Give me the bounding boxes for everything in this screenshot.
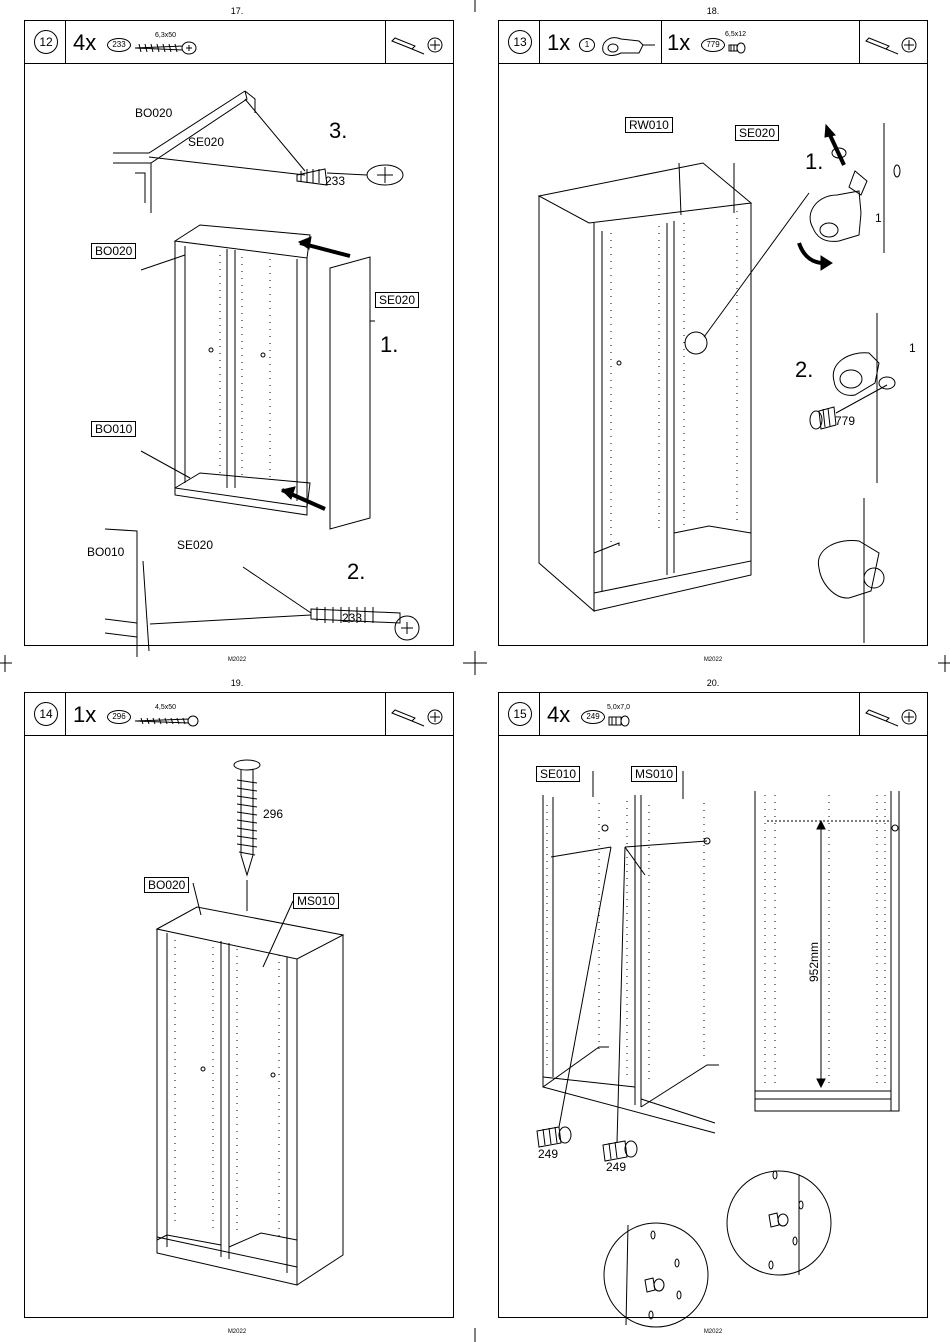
part-number: 1 — [909, 341, 916, 355]
quantity: 4x — [73, 30, 96, 56]
step-header: 13 1x 1 1x 779 6,5x12 — [499, 21, 927, 64]
part-label-box: SE020 — [735, 125, 779, 141]
footer-code: M2022 — [207, 1329, 267, 1335]
sequence-number: 1. — [380, 332, 398, 358]
screw-number: 296 — [263, 807, 283, 821]
part-label-box: BO010 — [91, 421, 136, 437]
step-panel-12: 12 4x 233 6,3x50 — [24, 20, 454, 646]
step-header: 15 4x 249 5,0x7,0 — [499, 693, 927, 736]
part-label: SE020 — [188, 135, 224, 149]
part-number-badge: 233 — [107, 38, 131, 52]
part-label-box: MS010 — [293, 893, 339, 909]
part-spec: 5,0x7,0 — [607, 704, 630, 711]
screw-icon — [133, 715, 203, 727]
step-panel-15: 15 4x 249 5,0x7,0 — [498, 692, 928, 1318]
part-number: 1 — [875, 211, 882, 225]
part-label-box: SE020 — [375, 292, 419, 308]
part-spec: 4,5x50 — [155, 704, 176, 711]
quantity: 1x — [547, 30, 570, 56]
step-13-illustration — [499, 63, 929, 647]
page-number: 17. — [207, 6, 267, 16]
page-number: 18. — [683, 6, 743, 16]
quantity: 1x — [73, 702, 96, 728]
part-number-badge: 249 — [581, 710, 605, 724]
cam-lock-icon — [599, 31, 659, 57]
sequence-number: 1. — [805, 149, 823, 175]
shelf-pin-number: 249 — [538, 1147, 558, 1161]
step-15-illustration — [499, 735, 929, 1319]
quantity: 1x — [667, 30, 690, 56]
part-number-badge: 296 — [107, 710, 131, 724]
shelf-pin-number: 249 — [606, 1160, 626, 1174]
part-label: BO020 — [135, 106, 172, 120]
part-label-box: RW010 — [625, 117, 673, 133]
part-label: BO010 — [87, 545, 124, 559]
step-panel-13: 13 1x 1 1x 779 6,5x12 — [498, 20, 928, 646]
step-number: 13 — [508, 30, 532, 54]
step-panel-14: 14 1x 296 4,5x50 — [24, 692, 454, 1318]
part-label: SE020 — [177, 538, 213, 552]
screw-icon — [133, 41, 203, 55]
part-label-box: BO020 — [91, 243, 136, 259]
quantity: 4x — [547, 702, 570, 728]
step-header: 12 4x 233 6,3x50 — [25, 21, 453, 64]
sequence-number: 3. — [329, 118, 347, 144]
dimension-label: 952mm — [807, 942, 821, 982]
screwdriver-icon — [864, 35, 924, 57]
screwdriver-icon — [390, 707, 450, 729]
page-number: 20. — [683, 678, 743, 688]
screw-number: 779 — [835, 414, 855, 428]
step-14-illustration — [25, 735, 455, 1319]
part-label-box: BO020 — [144, 877, 189, 893]
part-number-badge: 1 — [579, 38, 595, 52]
screwdriver-icon — [864, 707, 924, 729]
footer-code: M2022 — [683, 1329, 743, 1335]
step-number: 15 — [508, 702, 532, 726]
page-number: 19. — [207, 678, 267, 688]
shelf-pin-icon — [607, 714, 633, 728]
step-number: 12 — [34, 30, 58, 54]
sequence-number: 2. — [347, 559, 365, 585]
step-number: 14 — [34, 702, 58, 726]
part-label-box: MS010 — [631, 766, 677, 782]
part-number-badge: 779 — [701, 38, 725, 52]
part-label-box: SE010 — [536, 766, 580, 782]
screw-number: 233 — [342, 611, 362, 625]
part-spec: 6,5x12 — [725, 31, 746, 38]
screw-icon — [727, 41, 747, 55]
sequence-number: 2. — [795, 357, 813, 383]
step-header: 14 1x 296 4,5x50 — [25, 693, 453, 736]
screwdriver-icon — [390, 35, 450, 57]
footer-code: M2022 — [207, 657, 267, 663]
footer-code: M2022 — [683, 657, 743, 663]
part-spec: 6,3x50 — [155, 32, 176, 39]
screw-number: 233 — [325, 174, 345, 188]
